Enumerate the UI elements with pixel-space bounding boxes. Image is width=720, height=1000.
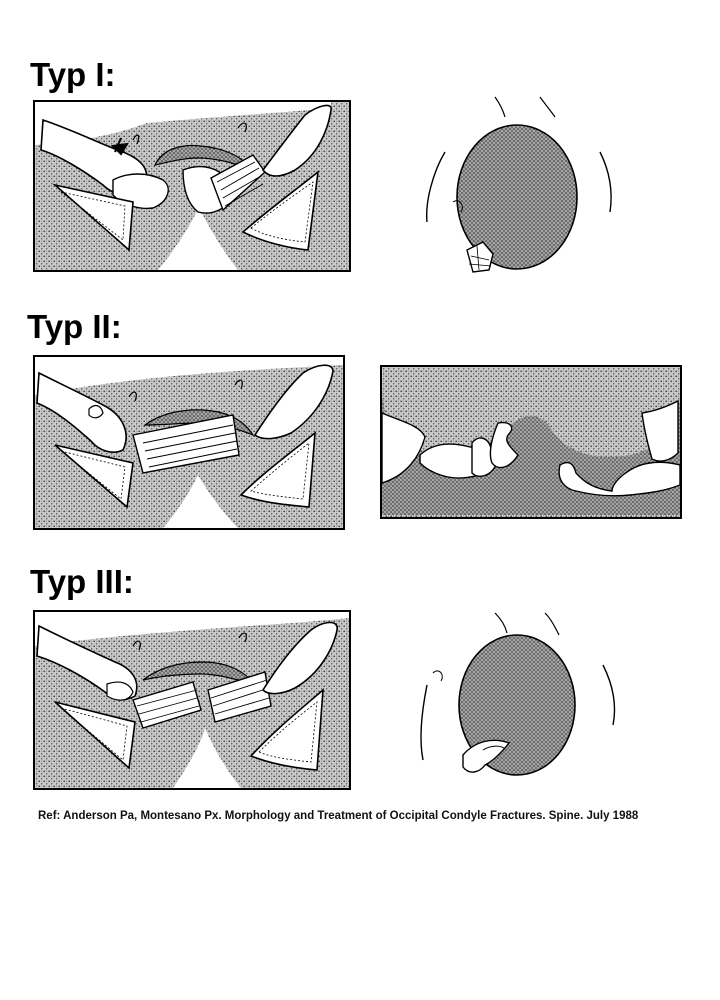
ligament-fibers-left — [136, 689, 200, 723]
reference-citation: Ref: Anderson Pa, Montesano Px. Morpholo… — [38, 810, 639, 822]
small-curve — [452, 200, 463, 213]
right-white-region — [641, 399, 679, 462]
type-2-frontal-view — [33, 355, 345, 530]
left-white-region — [381, 411, 426, 484]
lateral-mass-right-inner — [250, 442, 310, 500]
heading-type-1: Typ I: — [30, 56, 116, 93]
lateral-mass-right-inner — [250, 181, 314, 243]
ear-curve-left — [132, 640, 141, 651]
lateral-mass-right-inner — [258, 701, 318, 763]
foramen-magnum — [458, 634, 576, 776]
occipital-base — [382, 385, 680, 515]
heading-type-3: Typ III: — [30, 563, 134, 600]
ear-curve-right — [238, 632, 247, 643]
occipital-condyle-left — [36, 371, 127, 453]
ear-curve-right — [234, 379, 243, 390]
fragment-lines — [468, 245, 492, 271]
heading-type-2: Typ II: — [27, 308, 122, 345]
contour-top-right — [544, 612, 560, 636]
ear-curve-right — [237, 122, 247, 133]
contour-top-left — [494, 612, 508, 634]
lateral-mass-left — [54, 701, 136, 770]
contour-right — [602, 664, 616, 726]
small-curve — [432, 670, 443, 682]
condyle-fragment — [106, 681, 134, 701]
lateral-mass-right — [249, 688, 324, 771]
type-1-frontal-view — [33, 100, 351, 272]
fracture-fragment — [489, 421, 519, 469]
lateral-mass-left-inner — [60, 707, 128, 761]
fracture-arrow-icon — [110, 137, 129, 156]
lateral-mass-right — [239, 431, 316, 508]
lateral-mass-left — [54, 444, 134, 509]
ear-curve-left — [132, 134, 140, 145]
lateral-mass-left-inner — [60, 191, 126, 241]
alar-ligament-right — [207, 671, 272, 723]
ear-curve-left — [128, 391, 137, 402]
condyle-fragment — [462, 739, 511, 773]
upper-white-region — [35, 357, 343, 395]
upper-white-region — [35, 102, 331, 135]
occipital-condyle-right — [253, 364, 334, 440]
contour-left — [420, 684, 428, 761]
spinal-canal-opening — [173, 728, 241, 788]
spinal-canal-opening — [158, 208, 238, 270]
ligament-fibers-right — [210, 679, 270, 715]
ligament-fibers — [216, 161, 264, 207]
occipital-condyle-left — [36, 624, 138, 701]
right-condyle-base — [558, 461, 681, 497]
type-3-frontal-view — [33, 610, 351, 790]
contour-right — [599, 151, 612, 213]
occipital-condyle-right — [261, 621, 338, 695]
spinal-canal-opening — [163, 475, 238, 528]
contour-top-left — [494, 96, 506, 118]
lateral-mass-left-inner — [60, 450, 126, 500]
ligament-fibers — [142, 424, 238, 468]
type-1-axial-view — [425, 96, 612, 273]
contour-top-right — [539, 96, 556, 118]
foramen-magnum — [456, 124, 578, 270]
fracture-line-condyle — [88, 404, 104, 419]
contour-left — [425, 151, 446, 223]
occipital-condyle-right — [261, 104, 332, 177]
type-2-basal-view — [380, 365, 682, 519]
upper-white-region — [35, 612, 349, 646]
fragment-line — [482, 745, 506, 751]
type-3-axial-view — [420, 612, 616, 776]
